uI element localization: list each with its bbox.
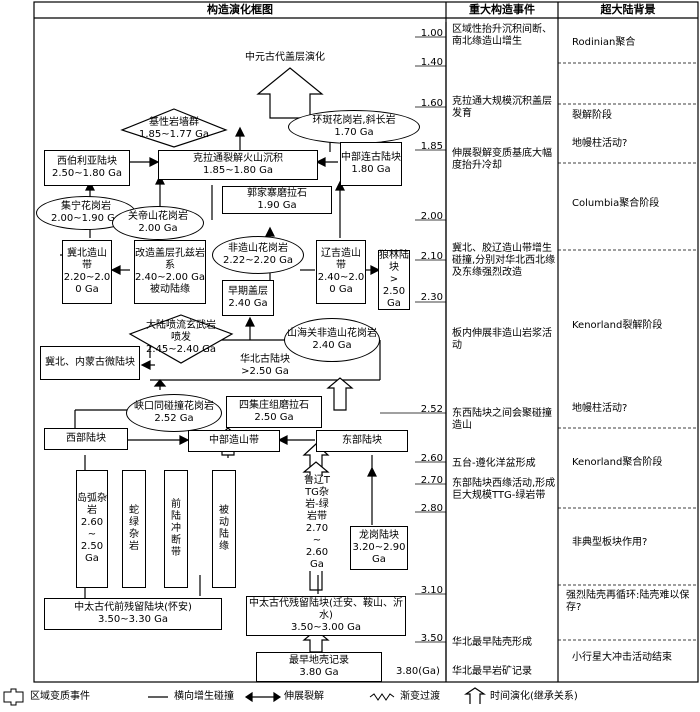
qianan-residual-block-box: 中太古代残留陆块(迁安、鞍山、沂水) 3.50~3.00 Ga [246,596,406,636]
event-10: 华北最早岩矿记录 [452,666,532,677]
background-2: 裂解阶段 [572,110,612,121]
ophiolite-complex-box: 蛇绿杂岩 [122,470,146,588]
tick-label: 2.80 [420,503,443,514]
legend-transition-label: 渐变过渡 [400,691,440,702]
tick-label: 3.80(Ga) [396,666,440,677]
foreland-thrust-box: 前陆冲断带 [164,470,188,588]
north-china-paleoblock-label: 华北古陆块 >2.50 Ga [240,354,290,377]
anorogenic-granite-ellipse: 非造山花岗岩 2.22~2.20 Ga [212,236,304,274]
background-header: 超大陆背景 [600,3,656,16]
background-9: 强烈陆壳再循环:陆壳难以保存? [566,590,690,613]
shanhaiguan-granite-ellipse: 山海关非造山花岗岩 2.40 Ga [284,318,380,362]
event-3: 伸展裂解变质基底大幅度抬升冷却 [452,148,552,171]
background-8: 非典型板块作用? [572,537,648,548]
tick-label: 3.10 [420,585,443,596]
western-block-box: 西部陆块 [44,428,128,450]
event-6: 东西陆块之间会聚碰撞造山 [452,408,552,431]
event-8: 东部陆块西缘活动,形成巨大规模TTG-绿岩带 [452,478,556,501]
rapakivi-granite-ellipse: 环斑花岗岩,斜长岩 1.70 Ga [288,110,420,144]
event-1: 区域性抬升沉积间断、南北缘造山增生 [452,24,552,47]
legend-metamorphic-label: 区域变质事件 [30,691,90,702]
background-3: 地幔柱活动? [572,138,628,149]
huaian-residual-block-box: 中太古代前残留陆块(怀安) 3.50~3.30 Ga [44,598,222,630]
tick-label: 1.60 [420,98,443,109]
tick-label: 1.40 [420,57,443,68]
background-7: Kenorland聚合阶段 [572,457,663,468]
event-2: 克拉通大规模沉积盖层发育 [452,96,552,119]
central-linked-block-box: 中部连古陆块 1.80 Ga [340,142,402,186]
framework-header: 构造演化框图 [207,3,273,16]
background-4: Columbia聚合阶段 [572,198,660,209]
tick-label: 2.52 [420,404,443,415]
tick-label: 1.00 [420,28,443,39]
sijiazhuang-molasse-box: 四集庄组磨拉石 2.50 Ga [226,396,322,428]
background-5: Kenorland裂解阶段 [572,320,663,331]
event-4: 冀北、胶辽造山带增生碰撞,分别对华北西北缘及东缘强烈改造 [452,243,556,278]
tick-label: 3.50 [420,633,443,644]
legend-rifting-label: 伸展裂解 [284,691,324,702]
guojiazhai-molasse-box: 郭家寨磨拉石 1.90 Ga [222,186,332,214]
passive-margin-box: 被动陆缘 [212,470,236,588]
background-6: 地幔柱活动? [572,403,628,414]
eastern-block-box: 东部陆块 [316,430,408,452]
liaoji-orogen-box: 辽吉造山带 2.40~2.00 Ga [316,240,366,304]
background-1: Rodinian聚合 [572,37,636,48]
longgang-block-box: 龙岗陆块 3.20~2.90 Ga [350,526,408,570]
khondalite-series-box: 改造盖层孔兹岩系 2.40~2.00 Ga 被动陆缘 [134,240,206,304]
jibei-orogen-box: 冀北造山带 2.20~2.00 Ga [62,240,112,304]
events-header: 重大构造事件 [469,3,535,16]
event-5: 板内伸展非造山岩浆活动 [452,328,552,351]
jibei-inner-mongolia-microblock-box: 冀北、内蒙古微陆块 [40,346,140,380]
siberian-block-box: 西伯利亚陆块 2.50~1.80 Ga [44,150,130,186]
guandishan-granite-ellipse: 关帝山花岗岩 2.00 Ga [112,206,204,240]
early-cover-box: 早期盖层 2.40 Ga [222,280,274,316]
tick-label: 2.70 [420,475,443,486]
central-orogen-box: 中部造山带 [188,430,280,452]
tick-label: 2.30 [420,292,443,303]
luliao-ttg-greenstone-label: 鲁辽TTG杂岩-绿岩带 2.70~ 2.60 Ga [302,475,332,571]
island-arc-complex-box: 岛弧杂岩 2.60~ 2.50 Ga [76,470,108,588]
legend-accretion-label: 横向增生碰撞 [174,691,234,702]
basic-dyke-swarm-node: 基性岩墙群 1.85~1.77 Ga [120,108,228,148]
outer-frame [33,1,699,683]
craton-rift-volcanics-box: 克拉通裂解火山沉积 1.85~1.80 Ga [158,150,318,180]
mesoproterozoic-cover-title: 中元古代盖层演化 [245,52,325,63]
tick-label: 2.10 [420,251,443,262]
flood-basalt-label: 大陆喷流玄武岩喷发 2.45~2.40 Ga [146,320,216,355]
legend-time-evolution-label: 时间演化(继承关系) [490,691,578,702]
background-10: 小行星大冲击活动结束 [572,652,672,663]
tick-label: 1.85 [420,141,443,152]
nangnim-block-box: 狼林陆块 > 2.50 Ga [378,250,410,310]
flood-basalt-node: 大陆喷流玄武岩喷发 2.45~2.40 Ga [128,314,234,364]
earliest-crust-box: 最早地壳记录 3.80 Ga [256,652,382,682]
tick-label: 2.60 [420,453,443,464]
event-7: 五台-遵化洋盆形成 [452,458,536,469]
xiakou-granite-ellipse: 峡口同碰撞花岗岩 2.52 Ga [126,394,222,432]
basic-dyke-swarm-label: 基性岩墙群 1.85~1.77 Ga [139,117,209,140]
tick-label: 2.00 [420,211,443,222]
event-9: 华北最早陆壳形成 [452,637,532,648]
